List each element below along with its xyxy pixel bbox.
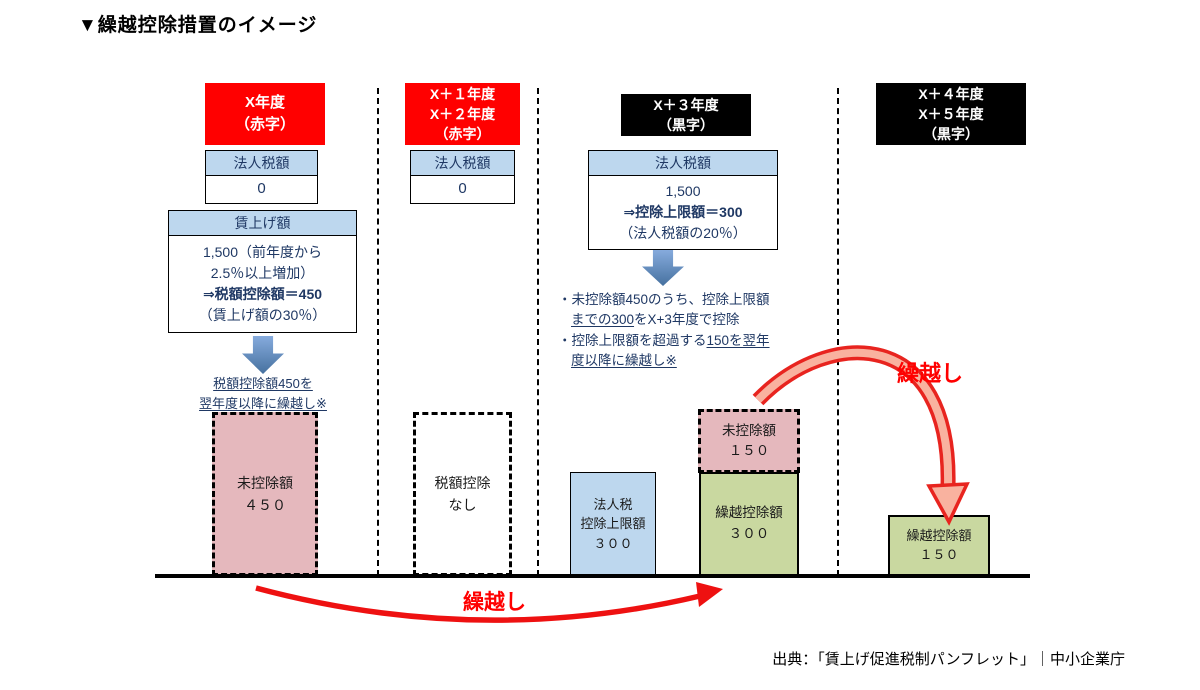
note-line: 度以降に繰越し※: [571, 352, 677, 368]
year-line: X＋３年度: [653, 96, 719, 113]
year-line: X＋２年度: [429, 105, 496, 122]
carryover-deduction-bar: 繰越控除額 １５０: [888, 515, 990, 576]
deduction-notes: ・未控除額450のうち、控除上限額 までの300をX+3年度で控除 ・控除上限額…: [558, 290, 808, 371]
corporate-tax-value: 0: [410, 176, 515, 204]
bar-label: 法人税: [593, 496, 633, 512]
source-credit: 出典：「賃上げ促進税制パンフレット」｜中小企業庁: [772, 651, 1125, 668]
note-line: 税額控除額450を: [213, 376, 313, 391]
carryover-note: 税額控除額450を 翌年度以降に繰越し※: [183, 374, 343, 413]
year-line: （赤字）: [234, 116, 295, 133]
bar-value: １５０: [919, 546, 959, 562]
undeducted-amount-bar: 未控除額 １５０: [698, 409, 800, 473]
undeducted-amount-bar: 未控除額 ４５０: [212, 412, 318, 576]
year-header-x: X年度 （赤字）: [205, 83, 325, 145]
timeline-axis: [155, 574, 1030, 578]
year-line: X＋５年度: [918, 105, 984, 122]
year-header-x3: X＋３年度 （黒字）: [621, 94, 751, 136]
year-line: （黒字）: [923, 126, 979, 143]
wage-line: 2.5％以上増加）: [210, 265, 315, 281]
wage-line: 1,500（前年度から: [202, 244, 323, 260]
year-line: （赤字）: [434, 126, 491, 143]
year-header-x4-x5: X＋４年度 X＋５年度 （黒字）: [876, 83, 1026, 145]
note-line: までの300をX+3年度で控除: [571, 312, 740, 328]
bar-label: 税額控除: [434, 474, 491, 491]
corporate-tax-value: 0: [205, 176, 318, 204]
corporate-tax-title: 法人税額: [205, 150, 318, 176]
corporate-tax-box: 法人税額 0: [410, 150, 515, 204]
corporate-tax-box: 法人税額 0: [205, 150, 318, 204]
diagram-title: ▼繰越控除措置のイメージ: [78, 15, 318, 36]
down-arrow-icon: [642, 250, 684, 286]
note-line: ・控除上限額を超過する150を翌年: [558, 332, 770, 348]
carryover-deduction-bar: 繰越控除額 ３００: [699, 472, 799, 576]
bar-label: 繰越控除額: [715, 505, 783, 521]
wage-line: （賃上げ額の30％）: [198, 307, 327, 323]
year-line: X＋１年度: [429, 85, 496, 102]
wage-increase-box: 賃上げ額 1,500（前年度から 2.5％以上増加） ⇒税額控除額＝450 （賃…: [168, 210, 357, 333]
column-divider: [377, 88, 379, 576]
bar-value: １５０: [728, 443, 770, 458]
year-line: （黒字）: [658, 117, 714, 133]
bar-label: 控除上限額: [580, 516, 646, 532]
tax-limit-bar: 法人税 控除上限額 ３００: [570, 472, 656, 576]
corporate-tax-limit-body: 1,500 ⇒控除上限額＝300 （法人税額の20％）: [588, 176, 778, 250]
limit-sub-line: （法人税額の20％）: [619, 225, 747, 241]
year-header-x1-x2: X＋１年度 X＋２年度 （赤字）: [405, 83, 520, 145]
bar-label: 繰越控除額: [906, 527, 972, 543]
wage-line: ⇒税額控除額＝450: [202, 286, 323, 302]
corporate-tax-title: 法人税額: [410, 150, 515, 176]
bar-value: ３００: [593, 535, 633, 551]
bar-label: 未控除額: [237, 474, 293, 491]
bar-value: ３００: [728, 526, 770, 541]
carryover-label-right: 繰越し: [897, 361, 964, 386]
corporate-tax-limit-box: 法人税額 1,500 ⇒控除上限額＝300 （法人税額の20％）: [588, 150, 778, 250]
no-deduction-bar: 税額控除 なし: [413, 412, 512, 576]
limit-line: ⇒控除上限額＝300: [623, 204, 743, 220]
down-arrow-icon: [242, 336, 284, 374]
tax-value: 1,500: [665, 183, 701, 199]
note-line: 翌年度以降に繰越し※: [199, 395, 327, 411]
bar-label: 未控除額: [722, 423, 776, 439]
wage-increase-title: 賃上げ額: [168, 210, 357, 236]
corporate-tax-title: 法人税額: [588, 150, 778, 176]
carryover-arrow-bottom-head: [696, 582, 723, 607]
wage-increase-body: 1,500（前年度から 2.5％以上増加） ⇒税額控除額＝450 （賃上げ額の3…: [168, 236, 357, 333]
column-divider: [537, 88, 539, 576]
bar-value: ４５０: [244, 497, 286, 513]
carryover-label-bottom: 繰越し: [463, 591, 526, 614]
note-line: ・未控除額450のうち、控除上限額: [558, 292, 770, 307]
bar-label: なし: [448, 497, 477, 513]
year-line: X＋４年度: [918, 85, 984, 102]
column-divider: [837, 88, 839, 576]
year-line: X年度: [244, 94, 285, 112]
